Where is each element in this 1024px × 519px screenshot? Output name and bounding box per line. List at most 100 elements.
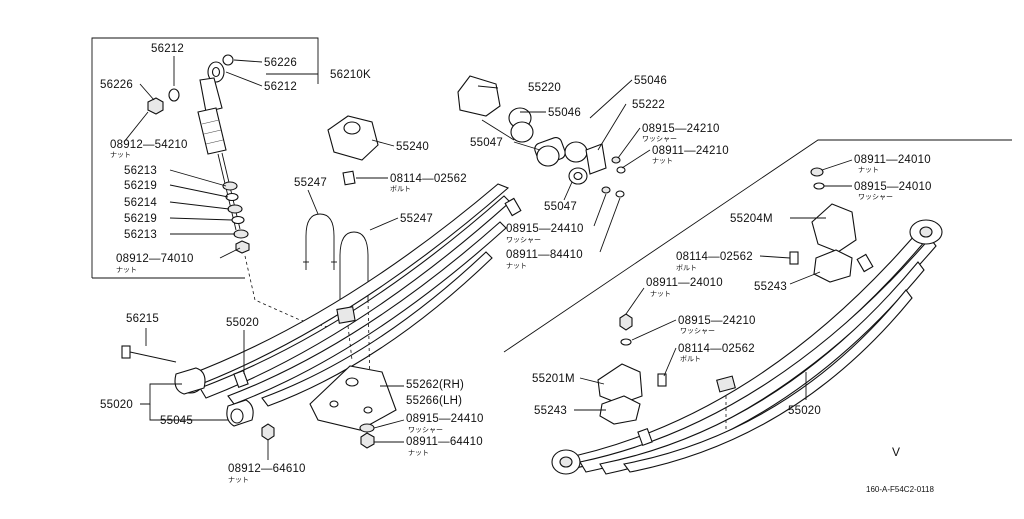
callout-08915-24210-a[interactable]: 08915—24210 ワッシャー [642, 123, 720, 143]
callout-08911-64410[interactable]: 08911—64410 ナット [406, 436, 483, 457]
svg-text:08912—64610: 08912—64610 [228, 463, 306, 475]
callout-55201m[interactable]: 55201M [532, 373, 575, 385]
svg-text:56226: 56226 [264, 57, 297, 69]
diagram-code: 160-A-F54C2-0118 [866, 485, 934, 494]
svg-text:ボルト: ボルト [680, 355, 701, 363]
svg-text:55262(RH): 55262(RH) [406, 379, 464, 391]
callout-55243-b[interactable]: 55243 [534, 405, 567, 417]
svg-text:56213: 56213 [124, 229, 157, 241]
svg-text:56210K: 56210K [330, 69, 371, 81]
callout-08114-02562-a[interactable]: 08114—02562 ボルト [390, 173, 467, 193]
svg-text:ワッシャー: ワッシャー [858, 193, 893, 201]
svg-text:ナット: ナット [116, 266, 137, 274]
callout-55046-a[interactable]: 55046 [634, 75, 667, 87]
callout-56226-b[interactable]: 56226 [100, 79, 133, 91]
svg-text:55020: 55020 [100, 399, 133, 411]
svg-text:55020: 55020 [226, 317, 259, 329]
svg-text:55020: 55020 [788, 405, 821, 417]
svg-text:56212: 56212 [264, 81, 297, 93]
svg-text:08114—02562: 08114—02562 [676, 251, 753, 263]
left-leaf-spring [176, 137, 566, 407]
callout-08911-84410[interactable]: 08911—84410 ナット [506, 249, 583, 270]
callout-56212[interactable]: 56212 [151, 43, 184, 55]
svg-text:08915—24210: 08915—24210 [642, 123, 720, 135]
rear-lower-bracket [597, 313, 667, 425]
shock-absorber-kit-frame [91, 37, 319, 279]
svg-text:08912—74010: 08912—74010 [116, 253, 194, 265]
callout-55020-c[interactable]: 55020 [788, 405, 821, 417]
callout-55222[interactable]: 55222 [632, 99, 665, 111]
svg-text:56215: 56215 [126, 313, 159, 325]
bump-stopper-bracket [327, 115, 379, 186]
svg-text:55266(LH): 55266(LH) [406, 395, 462, 407]
svg-text:56214: 56214 [124, 197, 157, 209]
callout-56215[interactable]: 56215 [126, 313, 159, 325]
spring-seat-plate [309, 365, 397, 449]
callout-08114-02562-b[interactable]: 08114—02562 ボルト [676, 251, 753, 272]
callout-55240[interactable]: 55240 [396, 141, 429, 153]
callout-08915-24010[interactable]: 08915—24010 ワッシャー [854, 181, 932, 201]
svg-text:56226: 56226 [100, 79, 133, 91]
svg-text:ボルト: ボルト [676, 264, 697, 272]
svg-text:55047: 55047 [544, 201, 577, 213]
svg-text:ワッシャー: ワッシャー [680, 327, 715, 335]
svg-text:08114—02562: 08114—02562 [390, 173, 467, 185]
svg-text:ナット: ナット [650, 290, 671, 298]
svg-text:ワッシャー: ワッシャー [408, 426, 443, 434]
svg-text:56213: 56213 [124, 165, 157, 177]
callout-55262-rh[interactable]: 55262(RH) [406, 379, 464, 391]
callout-08911-24010-a[interactable]: 08911—24010 ナット [854, 154, 931, 174]
callout-08915-24410-a[interactable]: 08915—24410 ワッシャー [506, 223, 584, 244]
callout-56213-b[interactable]: 56213 [124, 229, 157, 241]
callout-55247-b[interactable]: 55247 [400, 213, 433, 225]
callout-55266-lh[interactable]: 55266(LH) [406, 395, 462, 407]
callout-55204m[interactable]: 55204M [730, 213, 773, 225]
svg-text:55045: 55045 [160, 415, 193, 427]
bump-stopper-bracket-rear [789, 167, 857, 283]
callout-56219-b[interactable]: 56219 [124, 213, 157, 225]
callout-56226-a[interactable]: 56226 [264, 57, 297, 69]
callout-55047-a[interactable]: 55047 [470, 137, 503, 149]
callout-55020-b[interactable]: 55020 [100, 399, 133, 411]
callout-55243-a[interactable]: 55243 [754, 281, 787, 293]
callout-08915-24410-b[interactable]: 08915—24410 ワッシャー [406, 413, 484, 434]
callout-08912-64610[interactable]: 08912—64610 ナット [228, 463, 306, 484]
svg-text:08915—24410: 08915—24410 [506, 223, 584, 235]
callout-55020-a[interactable]: 55020 [226, 317, 259, 329]
svg-text:08915—24410: 08915—24410 [406, 413, 484, 425]
svg-text:ワッシャー: ワッシャー [642, 135, 677, 143]
callout-55220[interactable]: 55220 [528, 82, 561, 94]
u-bolts [303, 213, 369, 300]
callout-56214[interactable]: 56214 [124, 197, 157, 209]
callout-55247-a[interactable]: 55247 [294, 177, 327, 189]
callout-08915-24210-b[interactable]: 08915—24210 ワッシャー [678, 315, 756, 335]
svg-text:08114—02562: 08114—02562 [678, 343, 755, 355]
view-label: V [892, 445, 900, 459]
svg-text:08912—54210: 08912—54210 [110, 139, 188, 151]
callout-56219-a[interactable]: 56219 [124, 180, 157, 192]
callout-08911-24010-c[interactable]: 08911—24010 ナット [646, 277, 723, 298]
callout-55045[interactable]: 55045 [160, 415, 193, 427]
callout-56213-a[interactable]: 56213 [124, 165, 157, 177]
callout-08911-24210-a[interactable]: 08911—24210 ナット [652, 145, 729, 165]
callout-08912-74010[interactable]: 08912—74010 ナット [116, 253, 194, 274]
shock-absorber [147, 54, 341, 331]
svg-text:55047: 55047 [470, 137, 503, 149]
svg-text:08911—84410: 08911—84410 [506, 249, 583, 261]
svg-text:ナット: ナット [652, 157, 673, 165]
svg-text:55247: 55247 [400, 213, 433, 225]
svg-text:56212: 56212 [151, 43, 184, 55]
svg-text:ナット: ナット [506, 262, 527, 270]
callout-56210k[interactable]: 56210K [330, 69, 371, 81]
svg-text:55240: 55240 [396, 141, 429, 153]
svg-text:08915—24010: 08915—24010 [854, 181, 932, 193]
callout-08912-54210[interactable]: 08912—54210 ナット [110, 139, 188, 159]
callout-56212-b[interactable]: 56212 [264, 81, 297, 93]
callout-55047-b[interactable]: 55047 [544, 201, 577, 213]
svg-text:08911—24210: 08911—24210 [652, 145, 729, 157]
callout-55046-b[interactable]: 55046 [548, 107, 581, 119]
callout-08114-02562-c[interactable]: 08114—02562 ボルト [678, 343, 755, 363]
view-divider [503, 139, 1012, 353]
svg-text:56219: 56219 [124, 213, 157, 225]
